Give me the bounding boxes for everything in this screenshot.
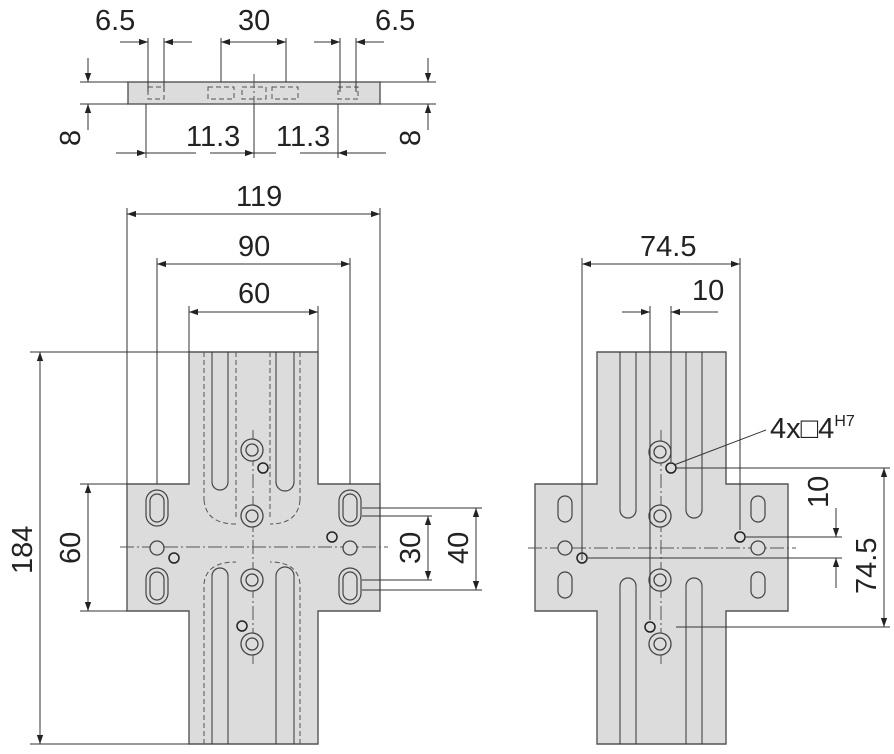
pin-hole [326, 531, 338, 543]
pin-callout: 4x□4H7 [770, 413, 855, 445]
pin-hole [236, 620, 248, 632]
dim-thickness-left: 8 [55, 130, 87, 146]
slot-hole [338, 489, 362, 527]
hole [648, 440, 672, 464]
dim-web-width: 60 [238, 278, 270, 310]
dim-offset-left: 11.3 [186, 121, 240, 153]
slot-hole [145, 489, 169, 527]
pin-hole [644, 621, 656, 633]
pin-hole [734, 531, 746, 543]
dim-center-span: 30 [238, 5, 270, 37]
hole [648, 632, 672, 656]
slot-hole [750, 571, 766, 599]
dim-hole-span: 90 [238, 231, 270, 263]
dim-overall-height: 184 [7, 526, 39, 574]
dim-pin-span: 74.5 [851, 538, 883, 594]
slot-hole [750, 495, 766, 523]
dim-thickness-right: 8 [395, 130, 427, 146]
dim-offset-right: 11.3 [276, 121, 330, 153]
front-view-left: 119 90 60 184 60 30 40 [7, 181, 482, 745]
pin-hole [257, 462, 269, 474]
dim-overall-width: 119 [236, 181, 282, 213]
hole [648, 568, 672, 592]
dim-slot-width-left: 6.5 [95, 5, 135, 37]
top-view: 6.5 30 6.5 8 8 11.3 11.3 [55, 5, 436, 158]
hole [648, 504, 672, 528]
hole [240, 504, 264, 528]
dim-slot-pitch-inner: 30 [395, 532, 427, 564]
slot-hole [557, 571, 573, 599]
dim-slot-width-right: 6.5 [375, 5, 415, 37]
slot-hole [338, 567, 362, 605]
dim-flange-height: 60 [55, 532, 87, 564]
front-view-right: 74.5 10 4x□4H7 10 74.5 [528, 231, 890, 745]
dim-offset: 10 [692, 275, 724, 307]
hole [240, 632, 264, 656]
hole [240, 568, 264, 592]
slot-hole [557, 495, 573, 523]
slot-hole [145, 567, 169, 605]
pin-hole [168, 552, 180, 564]
dim-width: 74.5 [640, 231, 696, 263]
hole [240, 438, 264, 462]
dim-pin-offset: 10 [803, 476, 835, 508]
dim-slot-pitch-outer: 40 [443, 532, 475, 564]
